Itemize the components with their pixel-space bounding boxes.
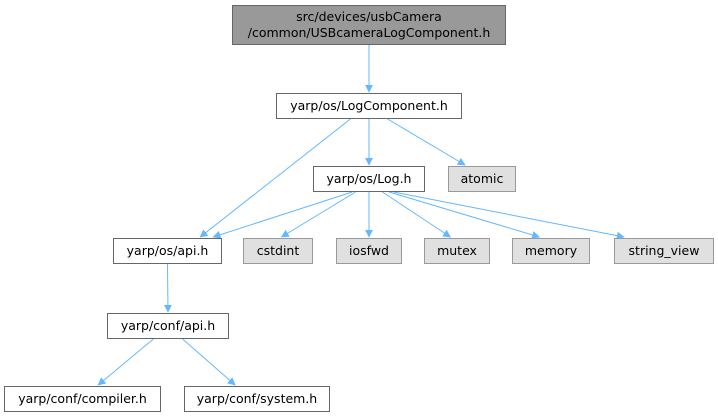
- node-label-line2: /common/USBcameraLogComponent.h: [247, 25, 491, 40]
- node-label: atomic: [460, 171, 504, 186]
- node-conf-api-h[interactable]: yarp/conf/api.h: [107, 313, 229, 339]
- node-conf-compiler-h[interactable]: yarp/conf/compiler.h: [4, 386, 161, 412]
- node-label: string_view: [628, 243, 700, 258]
- node-cstdint[interactable]: cstdint: [243, 238, 313, 264]
- node-log-component-h[interactable]: yarp/os/LogComponent.h: [276, 93, 462, 119]
- node-string-view[interactable]: string_view: [614, 238, 714, 264]
- node-label-line1: src/devices/usbCamera: [296, 9, 442, 24]
- node-os-api-h[interactable]: yarp/os/api.h: [113, 238, 222, 264]
- edge-log-to-os_api: [212, 191, 353, 239]
- node-label: yarp/os/api.h: [126, 243, 209, 258]
- node-memory[interactable]: memory: [512, 238, 590, 264]
- edge-conf_api-to-compiler: [97, 338, 154, 386]
- node-label: cstdint: [256, 243, 300, 258]
- node-atomic[interactable]: atomic: [448, 166, 516, 192]
- node-label: yarp/conf/system.h: [196, 391, 318, 406]
- node-label: yarp/conf/compiler.h: [18, 391, 147, 406]
- node-log-h[interactable]: yarp/os/Log.h: [313, 166, 425, 192]
- node-label: yarp/os/Log.h: [326, 171, 412, 186]
- node-usbcamera-log-component-h[interactable]: src/devices/usbCamera /common/USBcameraL…: [232, 5, 506, 45]
- edge-os_api-to-conf_api: [163, 263, 172, 313]
- edge-log-to-memory: [389, 191, 541, 239]
- node-label: yarp/os/LogComponent.h: [290, 98, 448, 113]
- edge-logcomponent-to-atomic: [387, 118, 466, 166]
- edge-logcomponent-to-os_api: [199, 118, 351, 238]
- edge-log-to-mutex: [382, 191, 452, 238]
- edge-log-to-cstdint: [280, 191, 356, 238]
- node-iosfwd[interactable]: iosfwd: [336, 238, 402, 264]
- node-label: yarp/conf/api.h: [120, 318, 216, 333]
- node-mutex[interactable]: mutex: [424, 238, 490, 264]
- node-label: mutex: [437, 243, 477, 258]
- node-label: memory: [524, 243, 578, 258]
- node-label: iosfwd: [349, 243, 389, 258]
- node-conf-system-h[interactable]: yarp/conf/system.h: [184, 386, 330, 412]
- edge-log-to-string_view: [393, 191, 625, 240]
- edge-conf_api-to-system: [182, 338, 236, 386]
